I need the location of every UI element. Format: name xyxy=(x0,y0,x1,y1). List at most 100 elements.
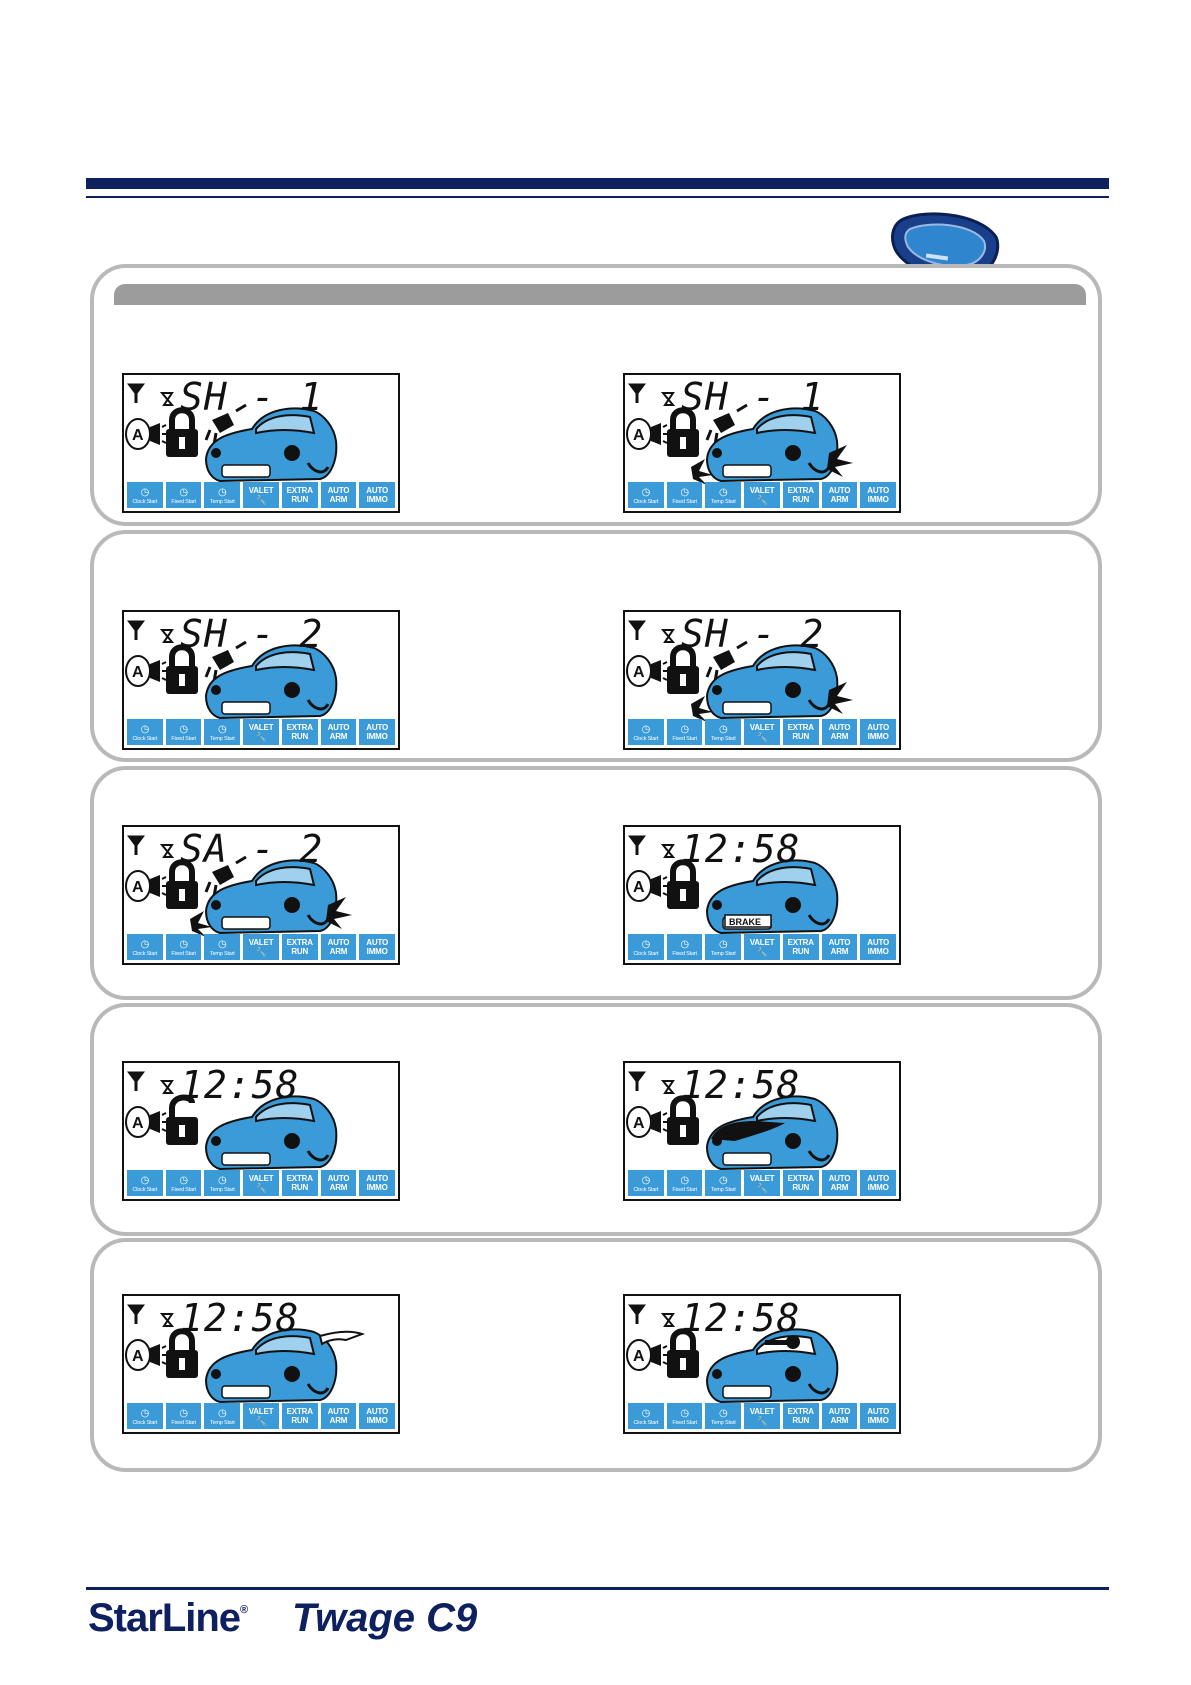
timer-icon: ◷ xyxy=(641,939,651,950)
lcd-button-auto-arm: AUTO ARM xyxy=(320,934,357,960)
timer-icon: ◷ xyxy=(641,724,651,735)
lcd-button-extra-run: EXTRA RUN xyxy=(281,1403,318,1429)
hourglass-icon xyxy=(660,629,676,643)
lcd-button-temp-start: ◷Temp Start xyxy=(204,934,241,960)
wrench-icon: 🔧 xyxy=(756,1182,768,1193)
antenna-icon xyxy=(127,1071,145,1091)
timer-icon: ◷ xyxy=(140,1175,150,1186)
lcd-button-clock-start: ◷Clock Start xyxy=(127,482,163,508)
lcd-button-label: EXTRA RUN xyxy=(787,486,814,504)
lcd-display-text: SH - 2 xyxy=(681,612,825,656)
vibration-sensor-icon xyxy=(204,640,247,683)
lcd-display-text: 12:58 xyxy=(681,1296,801,1340)
lcd-button-label: Clock Start xyxy=(633,1420,659,1426)
lcd-button-auto-immo: AUTO IMMO xyxy=(860,1170,897,1196)
lcd-button-label: AUTO IMMO xyxy=(867,1407,890,1425)
lcd-button-label: Clock Start xyxy=(633,1187,659,1193)
lcd-button-temp-start: ◷Temp Start xyxy=(204,719,241,745)
hourglass-icon xyxy=(159,392,175,406)
lcd-button-label: Clock Start xyxy=(132,951,158,957)
lcd-button-fixed-start: ◷Fixed Start xyxy=(165,1170,202,1196)
timer-icon: ◷ xyxy=(680,939,689,950)
svg-text:A: A xyxy=(132,664,144,681)
lcd-button-label: Temp Start xyxy=(711,1187,736,1193)
lcd-display-text: 12:58 xyxy=(180,1063,300,1107)
brake-indicator: BRAKE xyxy=(724,914,772,928)
lcd-button-label: EXTRA RUN xyxy=(286,938,313,956)
lcd-button-valet: VALET🔧 xyxy=(243,1403,279,1429)
lcd-button-clock-start: ◷Clock Start xyxy=(127,934,163,960)
lcd-button-valet: VALET🔧 xyxy=(243,934,279,960)
siren-icon: A xyxy=(626,1106,668,1138)
svg-text:A: A xyxy=(132,879,144,896)
lcd-button-clock-start: ◷Clock Start xyxy=(127,719,163,745)
timer-icon: ◷ xyxy=(140,724,150,735)
lcd-button-label: EXTRA RUN xyxy=(787,723,814,741)
ignition-key-icon xyxy=(765,1335,800,1349)
lcd-button-auto-arm: AUTO ARM xyxy=(320,482,357,508)
lcd-button-fixed-start: ◷Fixed Start xyxy=(165,719,202,745)
lcd-button-fixed-start: ◷Fixed Start xyxy=(666,719,703,745)
lcd-status-graphic: A xyxy=(626,620,853,722)
car-icon xyxy=(204,407,338,483)
lock-closed-icon xyxy=(667,1328,699,1378)
lcd-button-clock-start: ◷Clock Start xyxy=(127,1170,163,1196)
timer-icon: ◷ xyxy=(641,1408,651,1419)
lcd-button-extra-run: EXTRA RUN xyxy=(281,1170,318,1196)
timer-icon: ◷ xyxy=(641,487,651,498)
hourglass-icon xyxy=(660,844,676,858)
lcd-button-label: Temp Start xyxy=(711,951,736,957)
siren-icon: A xyxy=(125,1106,167,1138)
shock-burst-icon xyxy=(691,682,853,722)
lock-closed-icon xyxy=(166,859,198,909)
lcd-button-label: Temp Start xyxy=(711,1420,736,1426)
lcd-button-label: EXTRA RUN xyxy=(787,1407,814,1425)
wrench-icon: 🔧 xyxy=(255,494,267,505)
lcd-button-auto-immo: AUTO IMMO xyxy=(359,719,396,745)
timer-icon: ◷ xyxy=(641,1175,651,1186)
lcd-button-extra-run: EXTRA RUN xyxy=(281,934,318,960)
timer-icon: ◷ xyxy=(719,939,728,950)
lcd-status-graphic: A xyxy=(125,1304,365,1404)
lcd-button-label: AUTO IMMO xyxy=(366,938,389,956)
car-icon xyxy=(204,1095,338,1171)
timer-icon: ◷ xyxy=(218,1408,227,1419)
wrench-icon: 🔧 xyxy=(756,946,768,957)
lcd-button-auto-immo: AUTO IMMO xyxy=(359,1403,396,1429)
car-icon xyxy=(705,1328,839,1404)
lcd-button-auto-immo: AUTO IMMO xyxy=(860,1403,897,1429)
lcd-button-label: VALET xyxy=(248,485,274,495)
lcd-button-clock-start: ◷Clock Start xyxy=(628,482,664,508)
timer-icon: ◷ xyxy=(680,1408,689,1419)
lcd-button-label: Temp Start xyxy=(210,499,235,505)
lcd-button-label: AUTO ARM xyxy=(327,486,350,504)
header-rule-thin xyxy=(86,196,1109,198)
lcd-button-temp-start: ◷Temp Start xyxy=(204,1403,241,1429)
lcd-button-clock-start: ◷Clock Start xyxy=(628,1170,664,1196)
lcd-button-label: Fixed Start xyxy=(672,1187,697,1193)
car-icon xyxy=(204,859,338,935)
lcd-button-label: AUTO ARM xyxy=(828,1174,851,1192)
header-rule-thick xyxy=(86,178,1109,189)
lcd-status-graphic: A xyxy=(125,1071,338,1171)
lcd-button-extra-run: EXTRA RUN xyxy=(782,719,819,745)
lock-closed-icon xyxy=(166,407,198,457)
lock-closed-icon xyxy=(166,644,198,694)
lcd-button-label: Fixed Start xyxy=(171,951,196,957)
timer-icon: ◷ xyxy=(680,1175,689,1186)
siren-icon: A xyxy=(626,870,668,902)
siren-icon: A xyxy=(125,1339,167,1371)
lcd-button-label: AUTO ARM xyxy=(828,486,851,504)
lcd-button-label: AUTO IMMO xyxy=(867,723,890,741)
lcd-button-valet: VALET🔧 xyxy=(243,719,279,745)
vibration-sensor-icon xyxy=(705,403,748,446)
